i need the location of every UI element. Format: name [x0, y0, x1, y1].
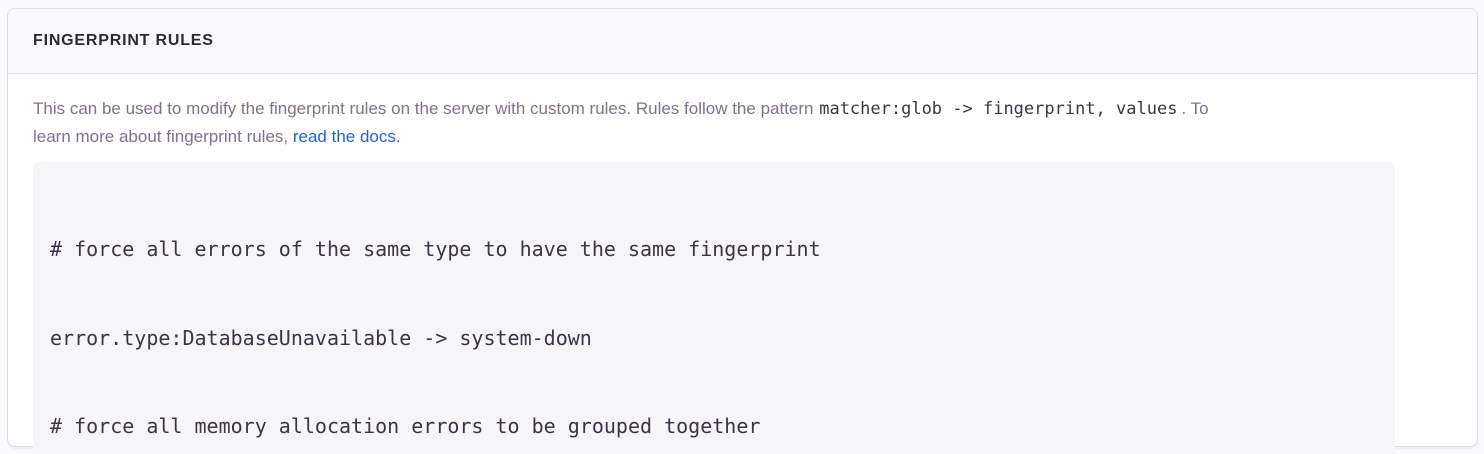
read-the-docs-link[interactable]: read the docs. [292, 127, 401, 146]
fingerprint-rules-panel: FINGERPRINT RULES This can be used to mo… [7, 8, 1478, 454]
example-code-block: # force all errors of the same type to h… [33, 162, 1395, 454]
description-text: This can be used to modify the fingerpri… [33, 95, 1452, 150]
code-line: # force all memory allocation errors to … [50, 414, 761, 438]
code-line: # force all errors of the same type to h… [50, 237, 821, 261]
code-line: error.type:DatabaseUnavailable -> system… [50, 325, 592, 350]
panel-title: FINGERPRINT RULES [33, 32, 214, 49]
panel-header: FINGERPRINT RULES [8, 9, 1477, 74]
pattern-inline-code: matcher:glob -> fingerprint, values [819, 99, 1178, 119]
description-line2: learn more about fingerprint rules, [33, 127, 293, 146]
panel-body: This can be used to modify the fingerpri… [8, 74, 1477, 454]
description-line1-after-code: . To [1181, 99, 1209, 118]
description-line1-before-code: This can be used to modify the fingerpri… [33, 99, 819, 118]
